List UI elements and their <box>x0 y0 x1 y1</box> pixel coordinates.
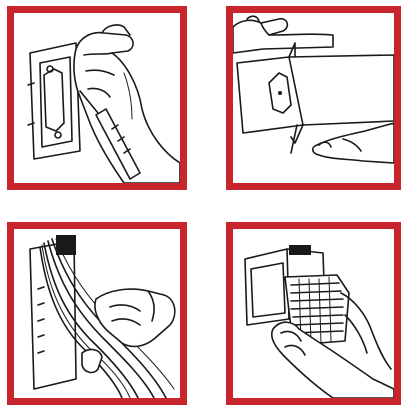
step-3-illustration <box>14 229 180 398</box>
step-4-illustration <box>233 229 394 398</box>
step-1-panel <box>7 6 187 190</box>
step-2-illustration <box>233 13 394 183</box>
step-4-panel <box>226 222 401 405</box>
step-1-illustration <box>14 13 180 183</box>
step-3-panel <box>7 222 187 405</box>
step-2-panel <box>226 6 401 190</box>
